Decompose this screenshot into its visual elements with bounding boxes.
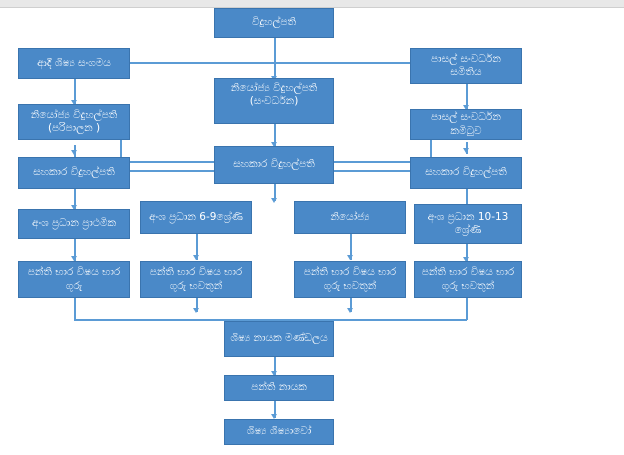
connector-oldstudents-right: [130, 62, 275, 64]
connector-teachers4-down: [466, 298, 468, 320]
connector-sdcsociety-down: [466, 84, 468, 109]
arrow-oldstudents-to-deputy-admin: [71, 100, 77, 105]
connector-oldstudents-down: [74, 79, 76, 104]
connector-asstleft-down: [74, 189, 76, 209]
connector-hub-right-spine: [324, 170, 474, 172]
connector-studentcouncil-down: [274, 357, 276, 375]
connector-head69-down: [196, 234, 198, 260]
node-class-leader[interactable]: පන්ති නායක: [224, 375, 334, 401]
arrow-sdcsociety-to-sdccommittee: [463, 105, 469, 110]
connector-teachers3-down: [350, 298, 352, 312]
arrow-deputydev-to-asstprincipal: [271, 142, 277, 147]
arrow-deputysection-to-teachers3: [347, 255, 353, 260]
connector-sdccommittee-to-hub: [274, 161, 431, 163]
connector-deputyadmin-to-hub: [120, 161, 275, 163]
window-top-strip: [0, 0, 624, 8]
connector-hub-down: [274, 184, 276, 201]
arrow-studentcouncil-to-classleader: [271, 371, 277, 376]
node-class-subject-teachers-4[interactable]: පන්ති භාර විෂය භාර ගුරු භවතුන්: [414, 261, 522, 298]
arrow-head1013-to-teachers4: [463, 257, 469, 262]
connector-sdcsociety-left: [274, 62, 419, 64]
arrow-head69-to-teachers2: [193, 255, 199, 260]
node-assistant-principal-center[interactable]: සහකාර විදුහල්පති: [214, 146, 334, 184]
arrow-headprimary-to-teachers1: [71, 256, 77, 261]
connector-deputysection-down: [350, 234, 352, 260]
node-class-subject-teachers-2[interactable]: පන්ති භාර විෂය භාර ගුරු භවතුන්: [140, 261, 252, 298]
connector-deputyadmin-down: [120, 140, 122, 162]
connector-head1013-down: [466, 244, 468, 262]
node-school-development-society[interactable]: පාසල් සංවර්ධන සමිතිය: [410, 48, 522, 84]
node-deputy-section[interactable]: නියෝජ්‍ය: [294, 201, 406, 234]
connector-headprimary-down: [74, 239, 76, 261]
arrow-classleader-to-students: [271, 414, 277, 419]
connector-teachers2-down: [196, 298, 198, 312]
arrow-teachers3-to-bus: [347, 308, 353, 313]
connector-classleader-down: [274, 401, 276, 418]
connector-deputydev-down: [274, 124, 276, 146]
node-old-students-association[interactable]: ආදී ශිෂ්‍ය සංගමය: [18, 48, 130, 79]
node-school-development-committee[interactable]: පාසල් සංවර්ධන කමිටුව: [410, 109, 522, 140]
connector-hub-left-spine: [74, 170, 224, 172]
arrow-to-asst-principal-left: [71, 150, 77, 155]
node-class-subject-teachers-1[interactable]: පන්ති භාර විෂය භාර ගුරු: [18, 261, 130, 298]
connector-principal-down: [274, 38, 276, 78]
node-assistant-principal-right[interactable]: සහකාර විදුහල්පති: [410, 157, 522, 189]
node-section-head-grades-10-13[interactable]: අංශ ප්‍රධාන 10-13 ශ්‍රේණි: [414, 204, 522, 244]
node-deputy-principal-admin[interactable]: නියෝජ්‍ය විදුහල්පති (පරිපාලන ): [18, 104, 130, 140]
node-deputy-principal-development[interactable]: නියෝජ්‍ය විදුහල්පති (සංවර්ධන): [214, 78, 334, 124]
node-class-subject-teachers-3[interactable]: පන්ති භාර විෂය භාර ගුරු භවතුන්: [294, 261, 406, 298]
arrow-teachers2-to-bus: [193, 308, 199, 313]
connector-teachers1-down: [74, 298, 76, 320]
node-section-head-primary[interactable]: අංශ ප්‍රධාන ප්‍රාථමික: [18, 209, 130, 239]
node-assistant-principal-left[interactable]: සහකාර විදුහල්පති: [18, 157, 130, 189]
connector-teachers-bus: [74, 319, 467, 321]
arrow-hub-to-head-6-9: [271, 198, 277, 203]
node-student-leaders-council[interactable]: ශිෂ්‍ය නායක මණ්ඩලය: [224, 321, 334, 357]
arrow-asstleft-to-head-primary: [71, 205, 77, 210]
connector-sdccommittee-down: [430, 140, 432, 162]
node-section-head-grades-6-9[interactable]: අංශ ප්‍රධාන 6-9ශ්‍රේණි: [140, 201, 252, 234]
node-students[interactable]: ශිෂ්‍ය ශිෂ්‍යාවෝ: [224, 419, 334, 445]
node-principal[interactable]: විදුහල්පති: [214, 8, 334, 38]
arrow-to-asst-principal-right: [463, 148, 469, 153]
connector-asstright-down: [466, 189, 468, 209]
